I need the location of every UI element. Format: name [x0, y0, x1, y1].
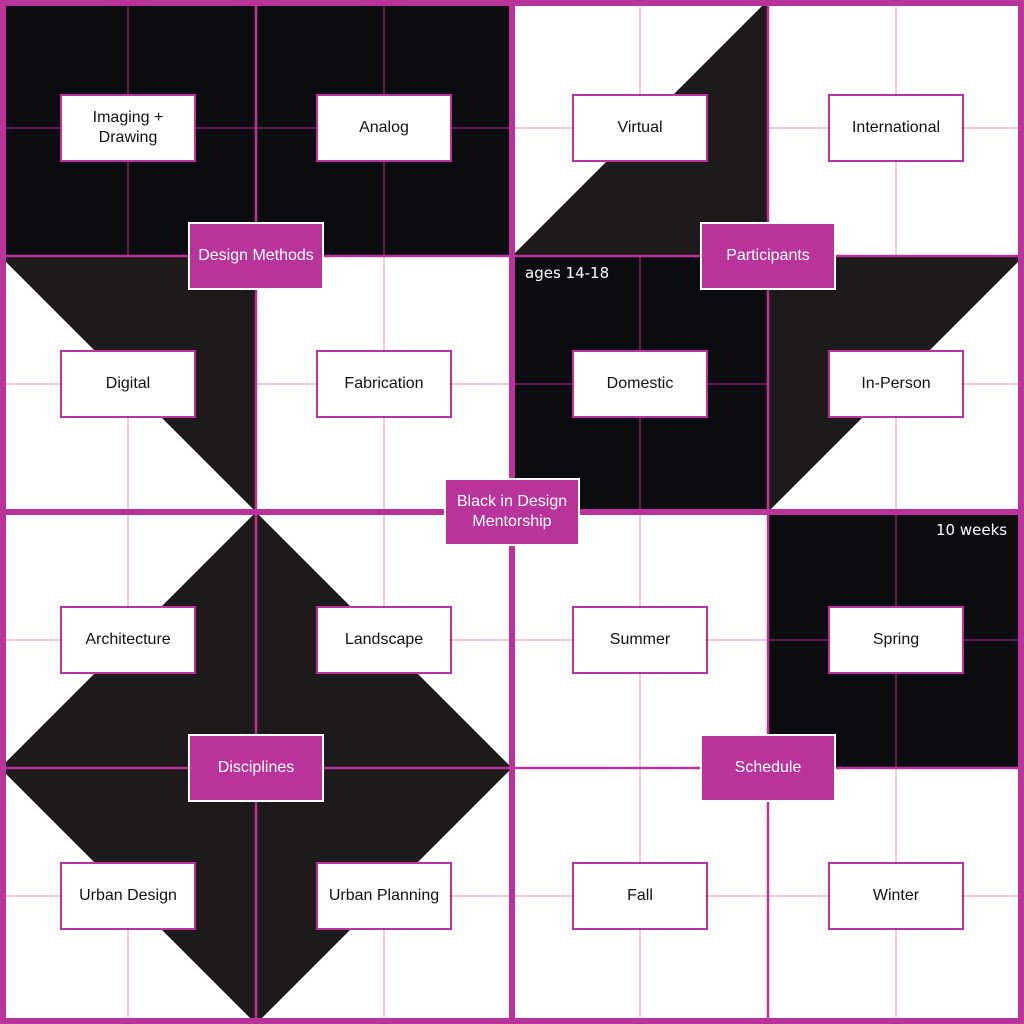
node-winter: Winter: [828, 862, 964, 930]
category-schedule: Schedule: [700, 734, 836, 802]
center-title: Black in Design Mentorship: [444, 478, 580, 546]
node-imaging-drawing: Imaging + Drawing: [60, 94, 196, 162]
node-in-person: In-Person: [828, 350, 964, 418]
schedule-duration-note: 10 weeks: [936, 521, 1008, 539]
node-international: International: [828, 94, 964, 162]
node-fall: Fall: [572, 862, 708, 930]
node-spring: Spring: [828, 606, 964, 674]
node-fabrication: Fabrication: [316, 350, 452, 418]
node-summer: Summer: [572, 606, 708, 674]
participants-age-note: ages 14-18: [525, 264, 610, 282]
category-disciplines: Disciplines: [188, 734, 324, 802]
node-urban-design: Urban Design: [60, 862, 196, 930]
node-analog: Analog: [316, 94, 452, 162]
node-urban-planning: Urban Planning: [316, 862, 452, 930]
node-digital: Digital: [60, 350, 196, 418]
node-domestic: Domestic: [572, 350, 708, 418]
node-landscape: Landscape: [316, 606, 452, 674]
node-architecture: Architecture: [60, 606, 196, 674]
node-virtual: Virtual: [572, 94, 708, 162]
category-participants: Participants: [700, 222, 836, 290]
category-design-methods: Design Methods: [188, 222, 324, 290]
